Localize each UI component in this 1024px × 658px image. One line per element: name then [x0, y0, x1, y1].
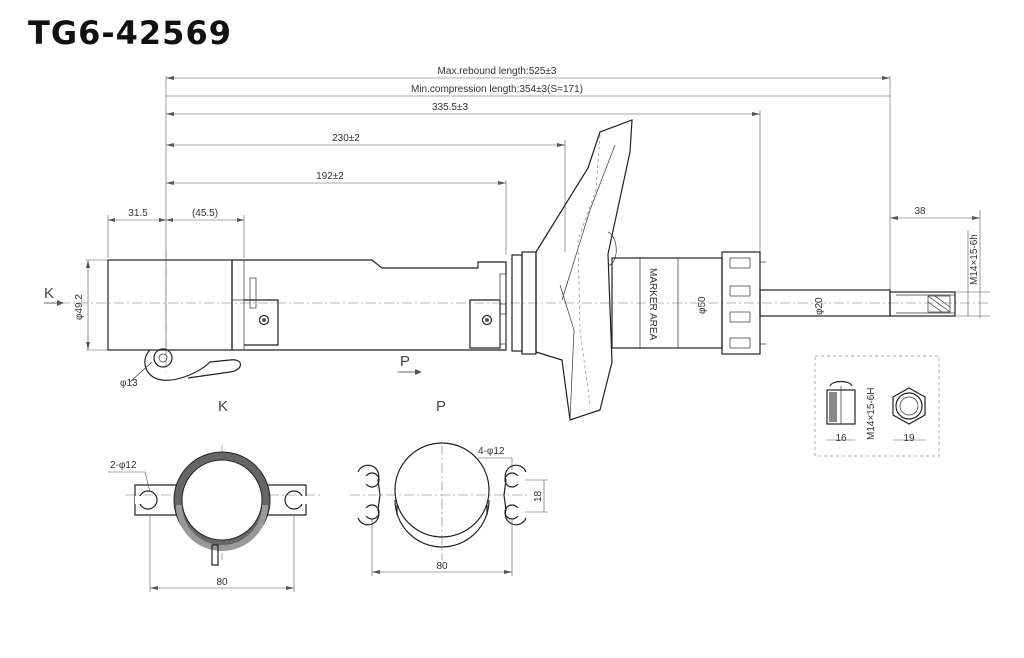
dimension-texts: Max.rebound length:525±3 Min.compression…	[74, 66, 980, 389]
dim-45-5: (45.5)	[192, 208, 218, 219]
nut-thread: M14×15-6H	[866, 387, 877, 440]
view-k-holes: 2-φ12	[110, 460, 137, 471]
view-p: 18 80 4-φ12	[350, 442, 548, 576]
view-p-width: 80	[436, 561, 448, 572]
dim-192: 192±2	[316, 171, 344, 182]
nut-width: 19	[903, 433, 915, 444]
view-p-label: P	[436, 398, 446, 415]
k-arrow-label: K	[44, 285, 54, 302]
dim-phi-13: φ13	[120, 378, 138, 389]
dim-335: 335.5±3	[432, 102, 469, 113]
nut-detail: 16 M14×15-6H 19	[814, 355, 940, 457]
dim-31-5: 31.5	[128, 208, 148, 219]
marker-area-label: MARKER AREA	[647, 268, 658, 341]
dim-phi-50: φ50	[697, 296, 708, 314]
view-k: 80 2-φ12	[108, 445, 320, 592]
dim-max-rebound: Max.rebound length:525±3	[438, 66, 557, 77]
dim-phi-20: φ20	[814, 297, 825, 315]
dim-38: 38	[914, 206, 926, 217]
part-number-title: TG6-42569	[28, 14, 232, 52]
view-p-pitch: 18	[533, 490, 544, 502]
view-p-holes: 4-φ12	[478, 446, 505, 457]
dim-thread: M14×15-6h	[969, 234, 980, 285]
dim-phi-49-2: φ49.2	[74, 294, 85, 320]
dim-230: 230±2	[332, 133, 360, 144]
nut-height: 16	[835, 433, 847, 444]
p-arrow-label: P	[400, 353, 410, 370]
dim-min-compression: Min.compression length:354±3(S=171)	[411, 84, 583, 95]
view-k-width: 80	[216, 577, 228, 588]
strut-side-view: K	[44, 119, 990, 421]
dimension-lines	[86, 76, 990, 355]
view-k-label: K	[218, 398, 228, 415]
